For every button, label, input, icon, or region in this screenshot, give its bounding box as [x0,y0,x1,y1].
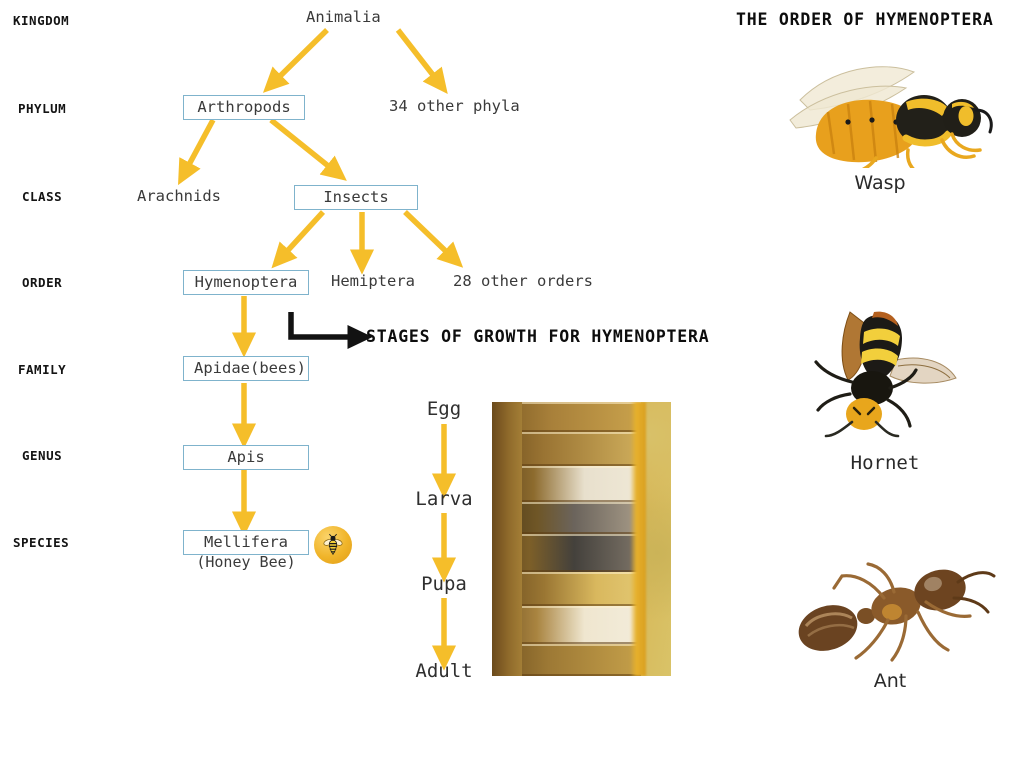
taxon-node-arachnids[interactable]: Arachnids [137,187,221,205]
specimen-caption-ant: Ant [873,670,907,692]
arrow-arthropods-to-insects [269,117,347,181]
wasp-icon [756,42,1004,178]
taxon-node-hemiptera[interactable]: Hemiptera [331,272,415,290]
arrow-kingdom-to-other-phyla [395,28,448,94]
specimen-caption-hornet: Hornet [850,452,920,474]
rank-label-kingdom: KINGDOM [13,13,70,28]
taxon-node-animalia[interactable]: Animalia [306,8,381,26]
stages-heading: STAGES OF GROWTH FOR HYMENOPTERA [366,327,710,346]
rank-label-class: CLASS [22,189,63,204]
taxon-node-other-orders[interactable]: 28 other orders [453,272,593,290]
taxon-node-apis[interactable]: Apis [183,445,309,470]
taxon-node-apidae[interactable]: Apidae(bees) [183,356,309,381]
arrow-kingdom-to-arthropods [262,28,329,93]
taxon-node-hymenoptera[interactable]: Hymenoptera [183,270,309,295]
rank-label-order: ORDER [22,275,63,290]
rank-label-species: SPECIES [13,535,70,550]
taxon-node-common-name: (Honey Bee) [196,553,296,571]
arrow-insects-to-hymenoptera [271,210,326,269]
taxon-node-insects[interactable]: Insects [294,185,418,210]
hornet-icon [790,296,980,446]
arrow-branch-to-stages [288,312,373,350]
bee-icon [314,526,352,564]
order-panel-heading: THE ORDER OF HYMENOPTERA [736,10,994,29]
arrow-insects-to-other-orders [403,210,464,268]
rank-label-family: FAMILY [18,362,67,377]
stage-label-adult: Adult [415,660,473,682]
rank-label-genus: GENUS [22,448,63,463]
stage-label-egg: Egg [426,398,462,420]
rank-label-phylum: PHYLUM [18,101,67,116]
specimen-caption-wasp: Wasp [854,172,906,194]
taxon-node-arthropods[interactable]: Arthropods [183,95,305,120]
stage-label-larva: Larva [415,488,473,510]
taxon-node-mellifera[interactable]: Mellifera [183,530,309,555]
arrow-arthropods-to-arachnids [178,118,216,186]
honeycomb-brood-photo [492,402,671,676]
taxon-node-other-phyla[interactable]: 34 other phyla [389,97,520,115]
ant-icon [780,554,1000,666]
stage-label-pupa: Pupa [421,573,467,595]
